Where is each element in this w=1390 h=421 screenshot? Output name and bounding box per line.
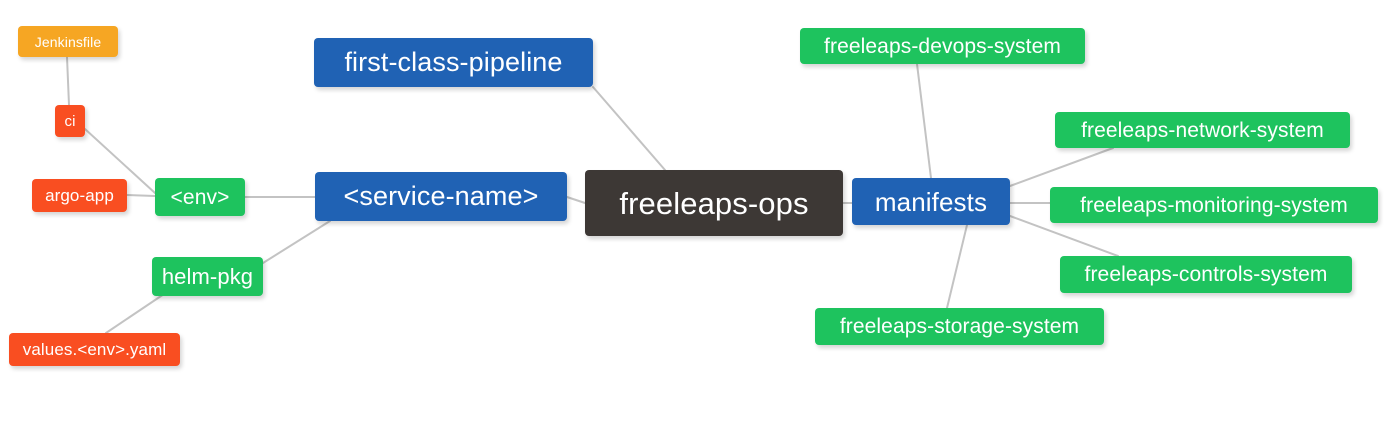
edge-helm-pkg-to-values-env-yaml (105, 289, 171, 334)
edge-manifests-to-freeleaps-storage-system (946, 224, 968, 309)
node-label-ci: ci (64, 112, 76, 130)
edge-service-name-to-helm-pkg (262, 220, 331, 264)
node-label-jenkinsfile: Jenkinsfile (34, 33, 102, 50)
node-argo-app[interactable]: argo-app (32, 179, 127, 212)
node-freeleaps-network-system[interactable]: freeleaps-network-system (1055, 112, 1350, 148)
edge-first-class-pipeline-to-root (592, 86, 666, 171)
node-freeleaps-monitoring-system[interactable]: freeleaps-monitoring-system (1050, 187, 1378, 223)
node-freeleaps-devops-system[interactable]: freeleaps-devops-system (800, 28, 1085, 64)
edge-ci-to-jenkinsfile (66, 56, 70, 106)
node-root[interactable]: freeleaps-ops (585, 170, 843, 236)
node-label-freeleaps-devops-system: freeleaps-devops-system (824, 34, 1061, 58)
node-first-class-pipeline[interactable]: first-class-pipeline (314, 38, 593, 87)
node-helm-pkg[interactable]: helm-pkg (152, 257, 263, 296)
node-ci[interactable]: ci (55, 105, 85, 137)
node-label-values-env-yaml: values.<env>.yaml (22, 340, 167, 359)
node-label-argo-app: argo-app (45, 186, 114, 205)
node-label-freeleaps-monitoring-system: freeleaps-monitoring-system (1080, 193, 1348, 217)
edge-manifests-to-freeleaps-network-system (1009, 147, 1114, 187)
node-label-helm-pkg: helm-pkg (161, 263, 254, 289)
node-freeleaps-controls-system[interactable]: freeleaps-controls-system (1060, 256, 1352, 293)
edge-root-to-service-name (566, 196, 586, 204)
node-label-first-class-pipeline: first-class-pipeline (344, 47, 563, 77)
node-label-freeleaps-storage-system: freeleaps-storage-system (839, 315, 1080, 338)
node-label-manifests: manifests (874, 186, 988, 217)
edge-env-to-argo-app (126, 194, 156, 197)
node-manifests[interactable]: manifests (852, 178, 1010, 225)
node-label-freeleaps-controls-system: freeleaps-controls-system (1084, 263, 1328, 286)
node-values-env-yaml[interactable]: values.<env>.yaml (9, 333, 180, 366)
node-label-env: <env> (170, 185, 230, 209)
edge-manifests-to-freeleaps-devops-system (916, 63, 932, 179)
node-label-freeleaps-network-system: freeleaps-network-system (1081, 118, 1324, 142)
node-label-service-name: <service-name> (343, 181, 539, 211)
node-service-name[interactable]: <service-name> (315, 172, 567, 221)
node-freeleaps-storage-system[interactable]: freeleaps-storage-system (815, 308, 1104, 345)
node-jenkinsfile[interactable]: Jenkinsfile (18, 26, 118, 57)
node-env[interactable]: <env> (155, 178, 245, 216)
node-label-root: freeleaps-ops (619, 185, 809, 221)
